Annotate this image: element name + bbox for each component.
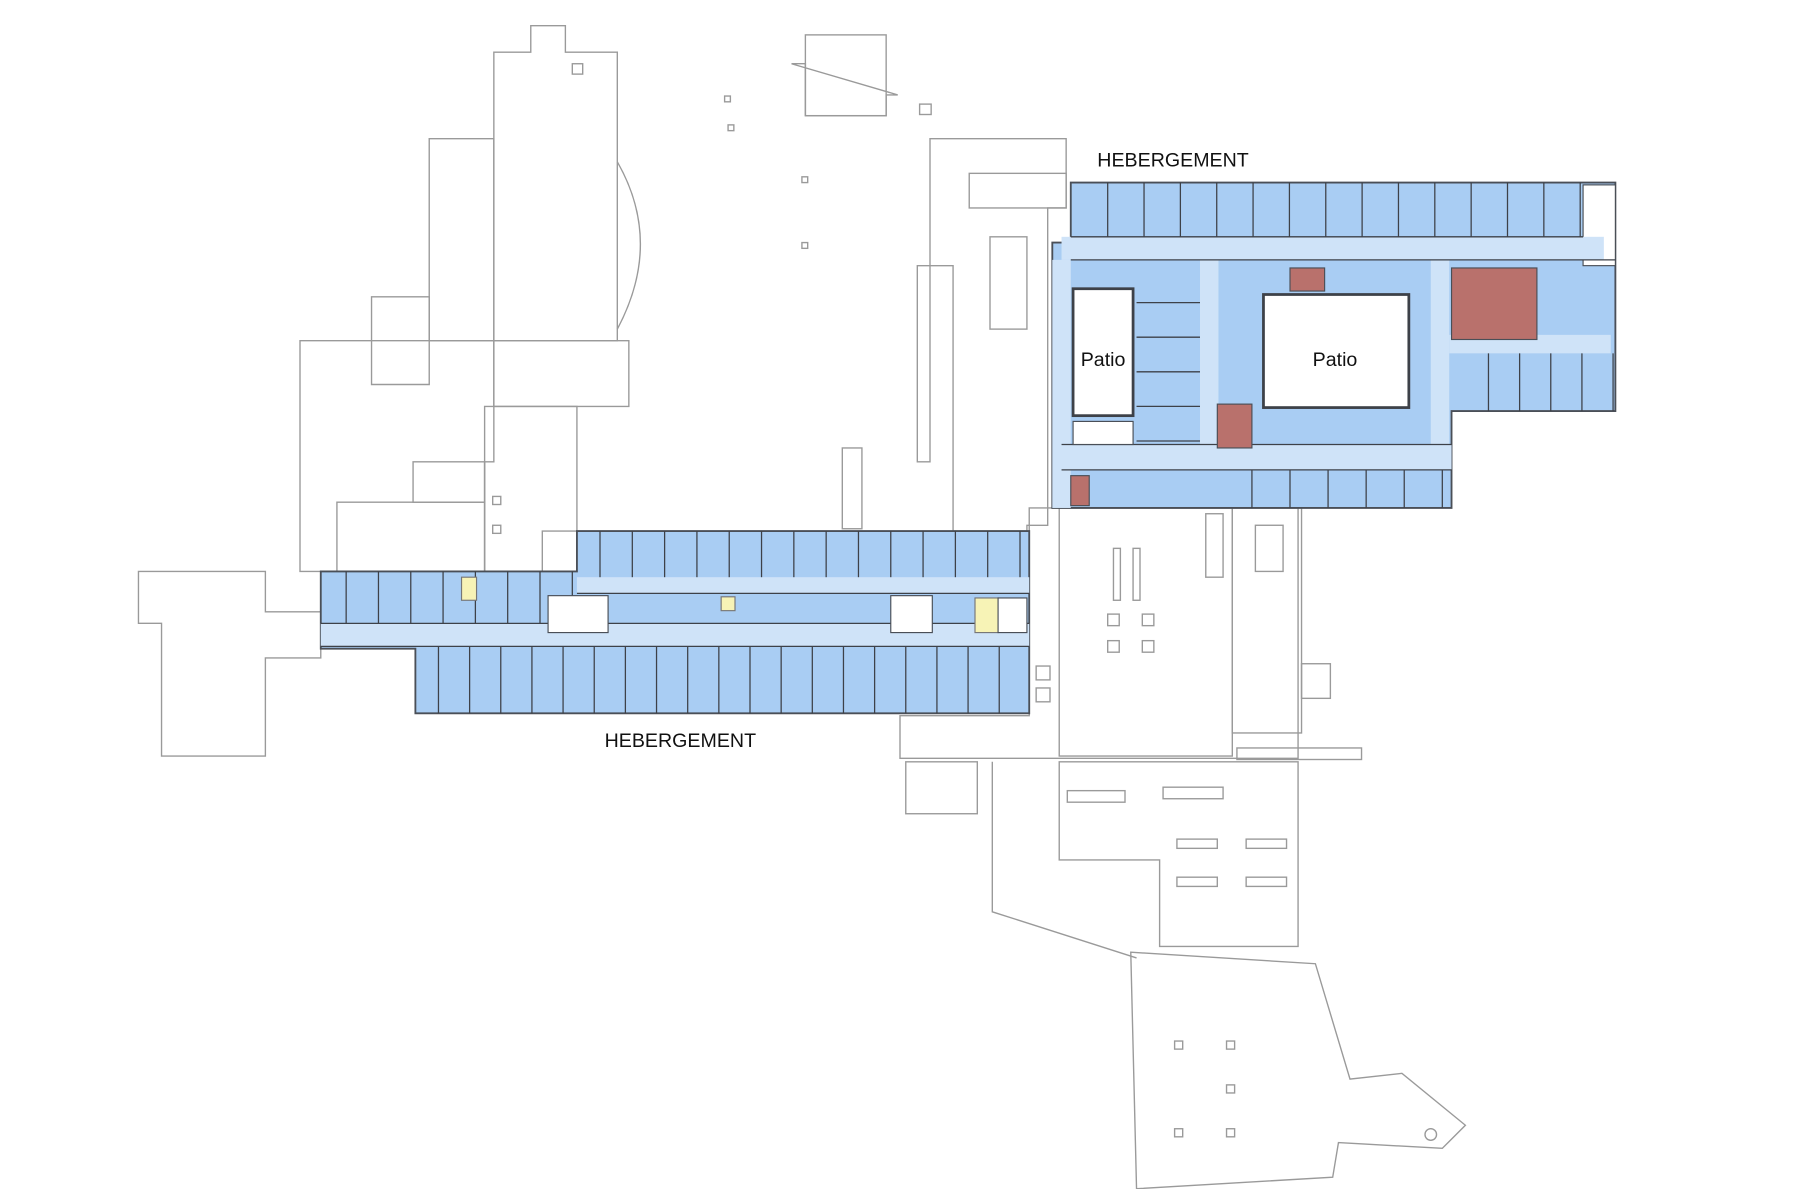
patio-left [1071,287,1135,418]
red-room [1070,475,1090,507]
building-outlines [137,24,1467,1189]
yellow-room [974,597,999,634]
patio-right-label: Patio [1313,349,1358,371]
red-room [1216,403,1253,449]
south-wing-label: HEBERGEMENT [605,730,756,752]
north-wing-label: HEBERGEMENT [1097,149,1248,171]
north-wing: Patio Patio [1051,181,1617,509]
shaft-markers [491,63,1236,1138]
red-room [1450,267,1538,341]
patio-left-label: Patio [1081,349,1126,371]
south-wing [319,530,1031,715]
red-room [1289,267,1326,292]
patio-right [1262,293,1411,409]
